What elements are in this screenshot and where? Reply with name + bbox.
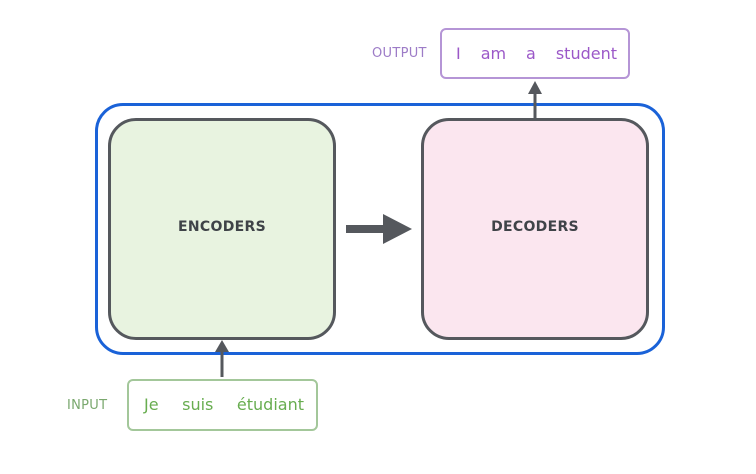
output-token: am (480, 43, 507, 63)
encoders-block: ENCODERS (108, 118, 336, 340)
input-label: INPUT (67, 398, 108, 413)
input-token: suis (182, 395, 214, 414)
input-token: Je (144, 395, 159, 414)
output-token: student (555, 43, 617, 63)
input-token: étudiant (236, 395, 304, 414)
output-token: I (456, 43, 461, 63)
decoders-label: DECODERS (491, 219, 579, 235)
output-token: a (526, 43, 536, 63)
encoders-label: ENCODERS (178, 219, 266, 235)
output-sentence-box: I am a student (440, 28, 630, 79)
output-label: OUTPUT (372, 46, 427, 61)
transformer-container (95, 103, 665, 355)
input-sentence-box: Je suis étudiant (127, 379, 318, 431)
decoders-block: DECODERS (421, 118, 649, 340)
